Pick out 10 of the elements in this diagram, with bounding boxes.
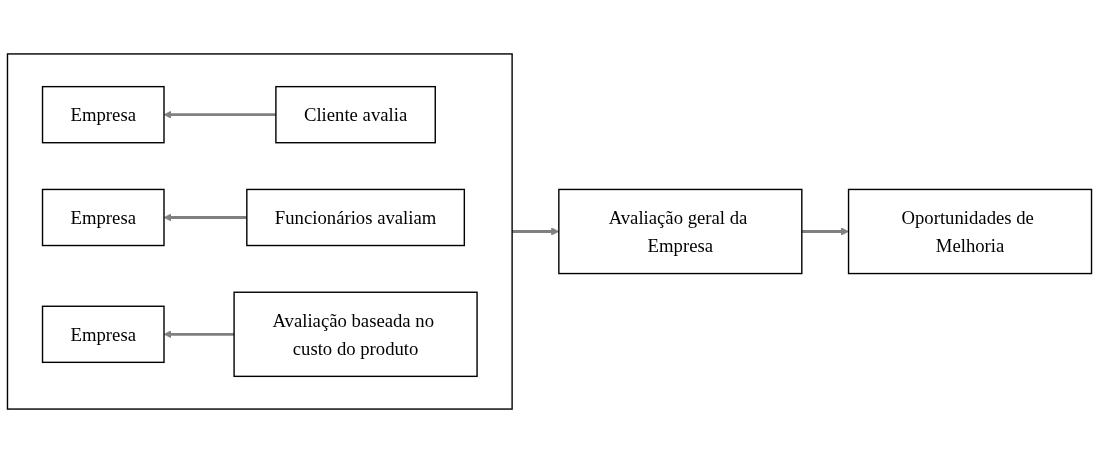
node-box: Cliente avalia xyxy=(275,85,436,144)
node-box: Empresa xyxy=(41,85,165,144)
node-box: Empresa xyxy=(41,305,165,364)
node-box: Oportunidades de Melhoria xyxy=(847,188,1093,275)
node-box: Funcionários avaliam xyxy=(246,188,466,247)
node-box: Avaliação geral da Empresa xyxy=(558,188,803,275)
arrow xyxy=(801,227,849,236)
node-box: Avaliação baseada no custo do produto xyxy=(233,291,478,378)
cluster xyxy=(6,53,513,410)
node-box: Empresa xyxy=(41,188,165,247)
